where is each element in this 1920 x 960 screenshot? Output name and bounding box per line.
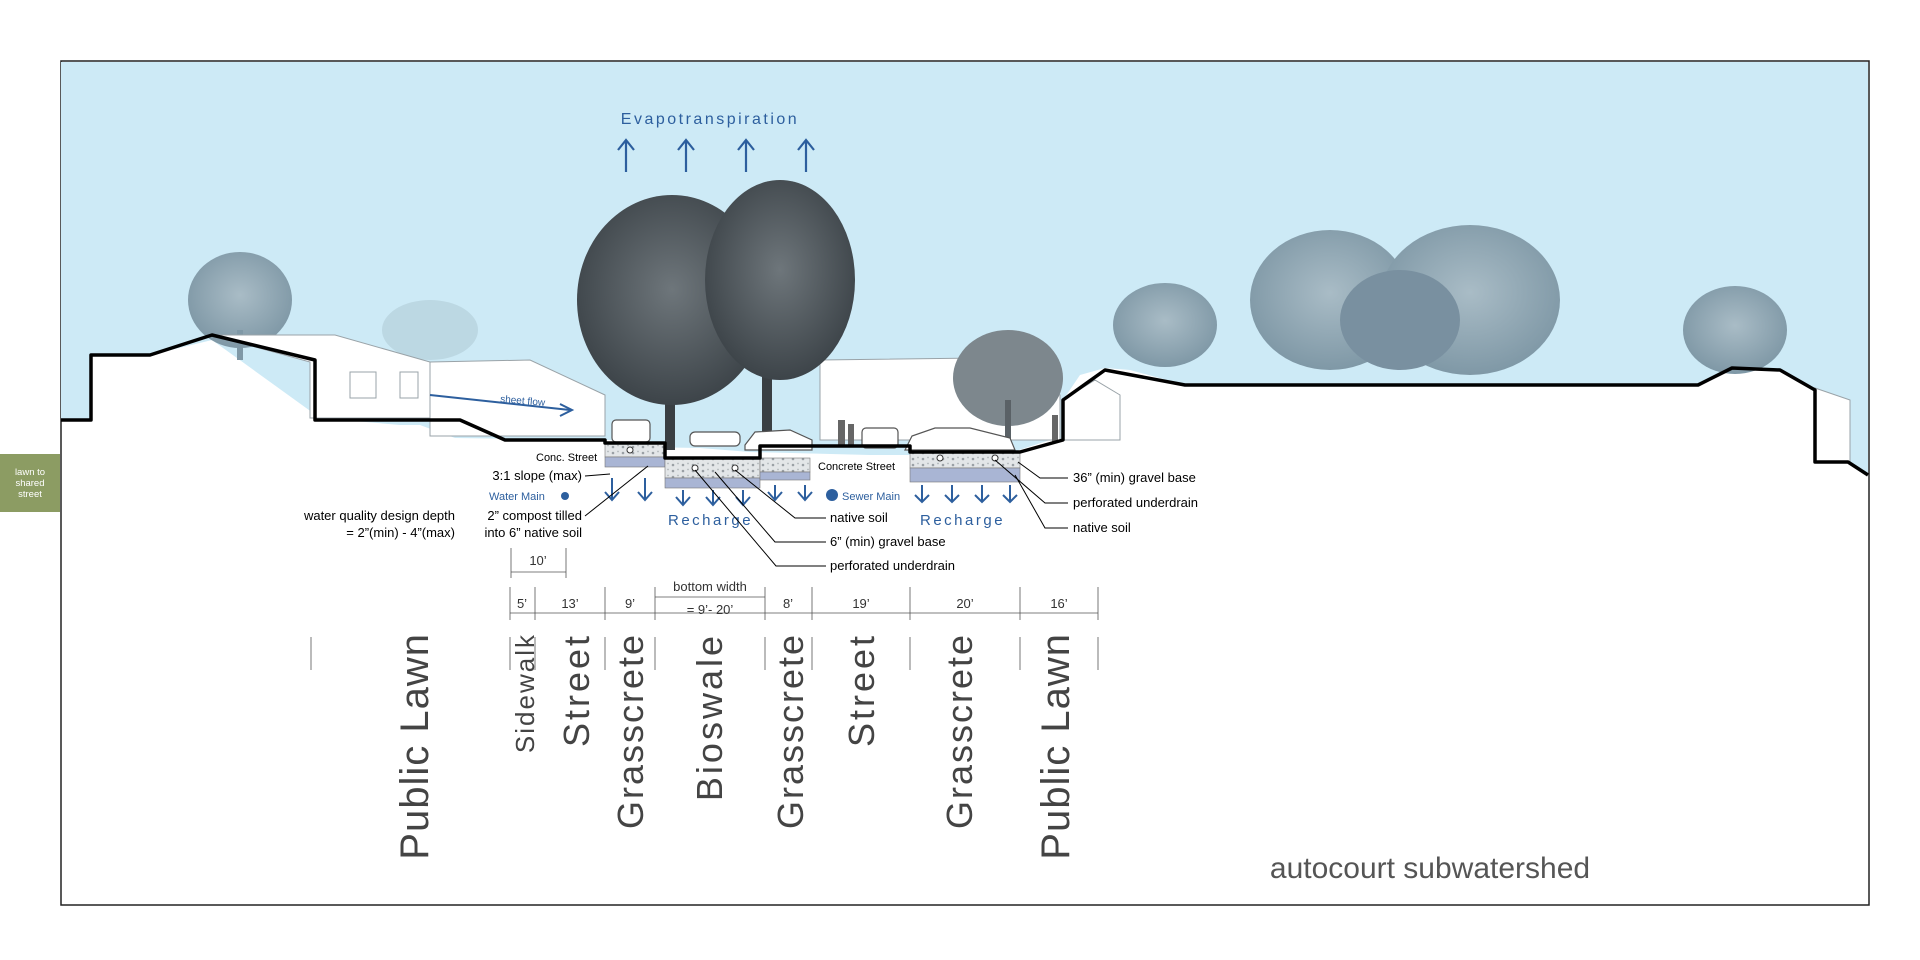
zone-label-public-lawn-right: Public Lawn: [1034, 633, 1078, 860]
water-quality-depth-value: = 2”(min) - 4”(max): [346, 525, 455, 540]
zone-label-grasscrete-3: Grasscrete: [939, 633, 980, 829]
compost-label: 2” compost tilled: [487, 508, 582, 523]
slope-label: 3:1 slope (max): [492, 468, 582, 483]
zone-label-public-lawn-left: Public Lawn: [393, 633, 437, 860]
arrow-up-icon: [797, 138, 815, 172]
evapotranspiration-label: Evapotranspiration: [621, 111, 799, 128]
underdrain-pipe-icon: [936, 454, 944, 462]
sheet-flow-arrow: [429, 394, 571, 411]
zone-label-bioswale: Bioswale: [689, 633, 730, 801]
tree-icon: [382, 300, 478, 360]
width-label: 20’: [956, 596, 973, 611]
width-label: 19’: [852, 596, 869, 611]
tree-icon: [1340, 270, 1460, 370]
arrow-down-icon: [705, 490, 721, 507]
arrow-down-icon: [974, 485, 990, 504]
houses: [211, 334, 1851, 463]
tree-icon: [1683, 286, 1787, 374]
zone-label-street-left: Street: [556, 633, 597, 747]
gravel-base-center-label: 6” (min) gravel base: [830, 534, 946, 549]
native-soil-right-label: native soil: [1073, 520, 1131, 535]
bottom-width-value: = 9’- 20’: [687, 602, 734, 617]
underdrain-pipe-icon: [626, 446, 634, 454]
subgrade-layers: [604, 442, 1021, 489]
arrow-down-icon: [767, 485, 783, 502]
car-icon: [611, 419, 651, 443]
zone-label-sidewalk: Sidewalk: [510, 633, 540, 753]
width-dimension-lines: [509, 587, 1099, 620]
zone-separators: [310, 637, 1099, 670]
person-icon: [838, 420, 845, 446]
arrow-up-icon: [617, 138, 635, 172]
underdrain-right-label: perforated underdrain: [1073, 495, 1198, 510]
house-icon: [429, 359, 606, 437]
tree-icon: [705, 180, 855, 380]
street-pavement: [604, 442, 666, 458]
ground-section-line: [61, 333, 1869, 477]
car-icon: [689, 431, 741, 447]
tree-icon: [188, 252, 292, 348]
zone-label-street-right: Street: [841, 633, 882, 747]
gravel-base-right-label: 36” (min) gravel base: [1073, 470, 1196, 485]
width-label: 16’: [1050, 596, 1067, 611]
recharge-right-label: Recharge: [920, 512, 1005, 529]
evapotranspiration-arrows: [617, 138, 815, 172]
arrow-down-icon: [797, 485, 813, 502]
right-leader-lines: [994, 459, 1068, 529]
zone-label-grasscrete-1: Grasscrete: [610, 633, 651, 829]
center-leader-lines: [694, 469, 826, 567]
arrow-down-icon: [604, 478, 620, 502]
tree-icon: [953, 330, 1063, 426]
arrow-down-icon: [675, 490, 691, 507]
lawn-to-shared-street-tab[interactable]: lawn to shared street: [0, 454, 60, 512]
car-icon: [861, 427, 899, 449]
underdrain-center-label: perforated underdrain: [830, 558, 955, 573]
arrow-down-icon: [637, 478, 653, 502]
sewer-main-label: Sewer Main: [842, 491, 900, 503]
left-leader-lines: [584, 465, 649, 517]
underdrain-pipe-icon: [991, 454, 999, 462]
compost-label-2: into 6” native soil: [484, 525, 582, 540]
arrow-down-icon: [944, 485, 960, 504]
background-trees: [188, 225, 1787, 375]
diagram-title: autocourt subwatershed: [1270, 852, 1590, 885]
width-label: 5’: [517, 596, 527, 611]
ten-foot-label: 10’: [529, 553, 546, 568]
house-icon: [1814, 387, 1851, 463]
zone-label-grasscrete-2: Grasscrete: [770, 633, 811, 829]
bioswale-trees: [577, 180, 1063, 450]
sheet-flow-label: sheet flow: [500, 394, 547, 409]
person-icon: [1052, 415, 1058, 443]
car-icon: [904, 427, 1016, 451]
width-label: 13’: [561, 596, 578, 611]
underdrain-pipe-icon: [691, 464, 699, 472]
zone-labels: Public Lawn Sidewalk Street Grasscrete B…: [393, 633, 1078, 860]
arrow-down-icon: [1002, 485, 1018, 504]
underdrain-pipe-icon: [731, 464, 739, 472]
recharge-left-label: Recharge: [668, 512, 753, 529]
width-label: 9’: [625, 596, 635, 611]
native-soil-center-label: native soil: [830, 510, 888, 525]
water-main-label: Water Main: [489, 491, 545, 503]
concrete-street-label: Concrete Street: [818, 461, 895, 473]
width-labels: 5’ 13’ 9’ 8’ 19’ 20’ 16’ bottom width = …: [517, 579, 1068, 617]
ten-foot-dimension: [510, 548, 567, 578]
width-label: 8’: [783, 596, 793, 611]
bottom-width-label: bottom width: [673, 579, 747, 594]
water-quality-depth-label: water quality design depth: [303, 508, 455, 523]
arrow-up-icon: [737, 138, 755, 172]
arrow-down-icon: [914, 485, 930, 504]
tree-icon: [1113, 283, 1217, 367]
sewer-main-icon: [826, 489, 838, 501]
water-main-icon: [561, 492, 569, 500]
bioswale-gravel: [664, 457, 761, 479]
person-icon: [848, 424, 854, 446]
street-gravel-base: [909, 451, 1021, 469]
conc-street-label: Conc. Street: [536, 452, 597, 464]
arrow-up-icon: [677, 138, 695, 172]
